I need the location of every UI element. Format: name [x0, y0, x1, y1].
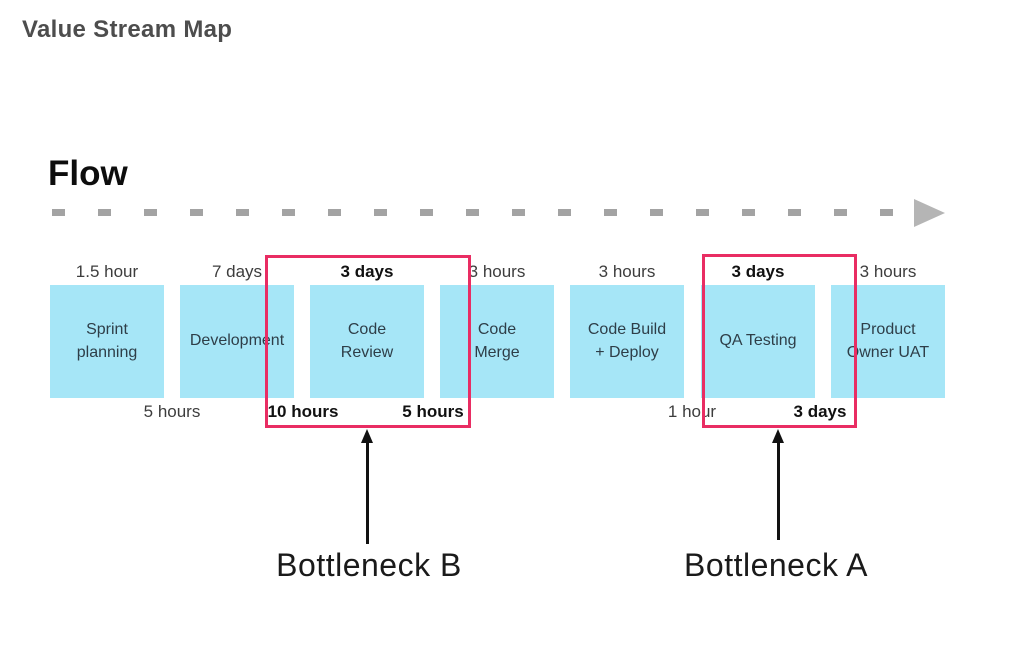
stage-box-code-review: Code Review: [310, 285, 424, 398]
stage-box-code-build-deploy: Code Build + Deploy: [570, 285, 684, 398]
time-above-sprint-planning: 1.5 hour: [75, 262, 139, 281]
bottleneck-a-label: Bottleneck A: [684, 547, 868, 583]
flow-arrowhead-icon: [914, 199, 945, 227]
time-above-product-owner-uat: 3 hours: [859, 262, 917, 281]
wait-time-label: 5 hours: [143, 402, 201, 421]
bottleneck-a-arrowhead-icon: [772, 429, 784, 443]
stage-label: Code Build + Deploy: [587, 321, 667, 361]
bottleneck-b-arrowhead-icon: [361, 429, 373, 443]
time-above-development: 7 days: [211, 262, 263, 281]
stage-label: Code Merge: [474, 321, 520, 361]
wait-time-label: 5 hours: [402, 402, 464, 421]
bottleneck-b-arrow: [366, 441, 369, 544]
time-above-code-merge: 3 hours: [468, 262, 526, 281]
stage-box-product-owner-uat: Product Owner UAT: [831, 285, 945, 398]
stage-box-code-merge: Code Merge: [440, 285, 554, 398]
time-above-code-review: 3 days: [340, 262, 394, 281]
stage-label: QA Testing: [719, 332, 797, 350]
bottleneck-b-label: Bottleneck B: [276, 547, 462, 583]
stage-label: Sprint planning: [76, 321, 138, 361]
wait-time-label: 10 hours: [267, 402, 339, 421]
stage-box-development: Development: [180, 285, 294, 398]
stage-label: Development: [189, 332, 285, 350]
time-above-qa-testing: 3 days: [731, 262, 785, 281]
bottleneck-a-outline: [702, 254, 857, 428]
bottleneck-a-arrow: [777, 441, 780, 540]
stage-box-qa-testing: QA Testing: [701, 285, 815, 398]
stage-box-sprint-planning: Sprint planning: [50, 285, 164, 398]
bottleneck-b-outline: [265, 255, 471, 428]
page-title: Value Stream Map: [22, 16, 233, 43]
wait-time-label: 3 days: [793, 402, 847, 421]
stage-label: Code Review: [340, 321, 394, 361]
time-above-code-build-deploy: 3 hours: [598, 262, 656, 281]
flow-heading: Flow: [48, 154, 128, 193]
flow-dashed-line: [52, 209, 906, 216]
stage-label: Product Owner UAT: [846, 321, 930, 361]
